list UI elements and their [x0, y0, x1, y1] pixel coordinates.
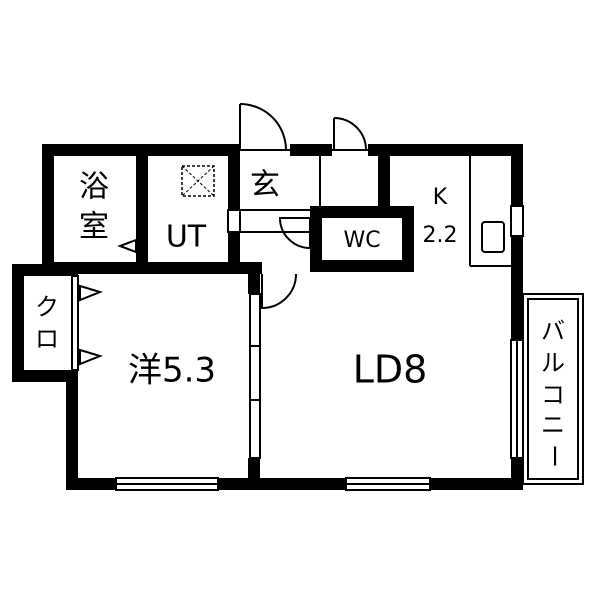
left-wall-western: [66, 370, 78, 490]
wc-door-swing: [278, 217, 311, 250]
living-dining-label: LD8: [353, 348, 428, 392]
window-kitchen: [510, 205, 524, 237]
ut-door-frame: [227, 209, 241, 233]
right-wall-bottom: [511, 458, 523, 490]
thin-lines: [71, 149, 524, 491]
closet-left-wall: [12, 264, 24, 382]
closet-door-marker-b: [79, 348, 104, 366]
ld-door-swing: [261, 273, 297, 310]
partition-ut-entrance-lower: [228, 232, 240, 272]
wc-right-wall: [402, 206, 414, 272]
top-wall-mid: [290, 144, 332, 156]
wc-top-wall: [310, 206, 414, 218]
bottom-wall-a: [66, 478, 116, 490]
balcony-label-char: コ: [541, 381, 565, 409]
bath-door-marker: [117, 238, 137, 254]
partition-bath-ut: [136, 144, 148, 274]
partition-below-bath: [42, 262, 262, 274]
balcony: [522, 293, 584, 485]
front-door-swing: [239, 103, 287, 151]
washer-pan-diag-b: [181, 165, 215, 197]
partition-western-ld-top: [248, 274, 260, 294]
top-door-swing: [333, 117, 367, 151]
entrance-label: 玄: [250, 168, 280, 203]
sliding-partition: [249, 293, 261, 459]
kitchen-entry-wall: [378, 144, 390, 206]
utility-label: UT: [166, 220, 207, 255]
walls: [12, 144, 523, 490]
western-room-label: 洋5.3: [128, 351, 216, 391]
kitchen-label: K: [433, 185, 448, 210]
right-wall-mid: [511, 236, 523, 340]
toilet-label: WC: [343, 228, 380, 253]
balcony-inner: [527, 298, 579, 480]
doors: [239, 103, 367, 310]
labels: 浴 室 UT 玄 WC K 2.2 ク ロ 洋5.3 LD8 バ ル コ ニ ー: [35, 168, 568, 469]
sink-icon: [481, 221, 505, 253]
kitchen-size-label: 2.2: [423, 223, 458, 248]
closet-bottom-wall: [12, 370, 78, 382]
balcony-label-char: バ: [541, 317, 565, 345]
right-wall-top: [511, 144, 523, 206]
balcony-label-char: ル: [541, 349, 565, 377]
bottom-wall-b: [218, 478, 346, 490]
top-wall-right: [368, 144, 523, 156]
left-wall-bath: [42, 144, 54, 269]
fixtures: [181, 165, 505, 253]
bath-label-line2: 室: [79, 210, 109, 245]
wc-left-wall: [310, 206, 322, 272]
balcony-label-char: ニ: [541, 411, 565, 439]
closet-door-frame: [71, 275, 79, 371]
wc-bottom-wall: [310, 260, 414, 272]
closet-label-line2: ロ: [35, 325, 59, 353]
partition-western-ld-bottom: [248, 458, 260, 490]
closet-label-line1: ク: [35, 293, 59, 321]
balcony-label-char: ー: [540, 444, 568, 468]
bottom-wall-c: [430, 478, 523, 490]
bath-label-line1: 浴: [79, 170, 109, 205]
partition-ut-entrance-upper: [228, 144, 240, 210]
closet-door-marker-a: [79, 284, 104, 302]
